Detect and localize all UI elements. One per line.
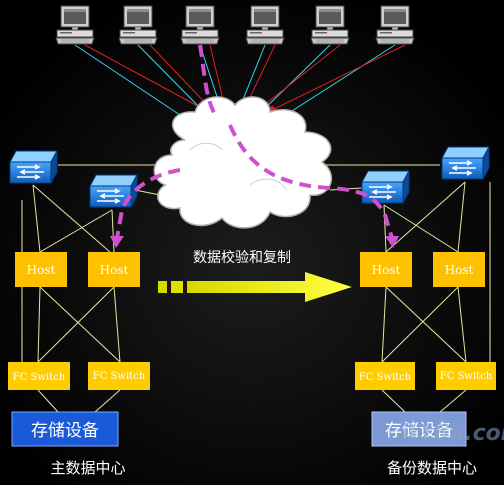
fc-switch-label: FC Switch — [359, 372, 412, 383]
replication-path — [115, 44, 394, 239]
computer-icon — [310, 5, 350, 45]
storage-label: 存储设备 — [385, 421, 453, 441]
replication-caption: 数据校验和复制 — [193, 249, 291, 266]
computer-icon — [375, 5, 415, 45]
primary-site-title: 主数据中心 — [50, 459, 125, 477]
ethernet-switch-icon — [9, 150, 58, 184]
site-links — [21, 164, 491, 413]
host-box — [433, 252, 485, 287]
host-box — [15, 252, 67, 287]
host-box — [88, 252, 140, 287]
ethernet-switch-icon — [89, 174, 138, 208]
right-fc-switches — [355, 362, 496, 390]
host-label: Host — [27, 263, 56, 277]
storage-label: 存储设备 — [31, 421, 99, 441]
replication-arrowheads — [110, 236, 399, 248]
computer-icon — [180, 5, 220, 45]
host-label: Host — [445, 263, 474, 277]
fc-switch-label: FC Switch — [440, 371, 493, 382]
right-hosts — [360, 252, 485, 287]
watermark-logo: it168.com — [400, 421, 504, 446]
computer-icon — [245, 5, 285, 45]
primary-storage-box — [11, 411, 119, 447]
ethernet-switch-icon — [441, 146, 490, 180]
backup-storage-box — [371, 411, 467, 447]
cloud-icon — [153, 96, 333, 229]
fc-switch-label: FC Switch — [13, 372, 66, 383]
computer-icon — [118, 5, 158, 45]
host-box — [360, 252, 412, 287]
ethernet-switch-icon — [361, 170, 410, 204]
fc-switch-label: FC Switch — [93, 371, 146, 382]
left-fc-switches — [8, 362, 150, 390]
left-hosts — [15, 252, 140, 287]
host-label: Host — [100, 263, 129, 277]
replication-arrow — [158, 272, 352, 302]
computer-icon — [55, 5, 95, 45]
backup-site-title: 备份数据中心 — [387, 459, 477, 477]
host-label: Host — [372, 263, 401, 277]
